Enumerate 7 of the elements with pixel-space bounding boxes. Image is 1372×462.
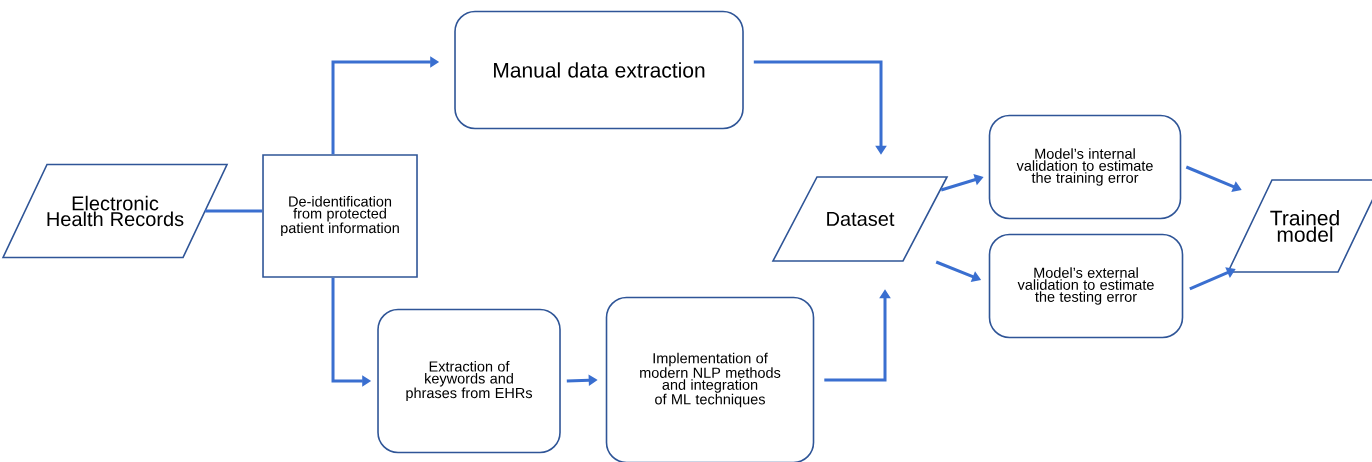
process-box: Manual data extraction — [454, 10, 744, 130]
process-box: Model’s internal validation to estimate the training error — [988, 114, 1182, 220]
process-box: Extraction of keywords and phrases from EHRs — [377, 308, 561, 454]
process-box: Model’s external validation to estimate the testing error — [988, 233, 1184, 339]
connector-line — [205, 209, 263, 213]
process-box: Implementation of modern NLP methods and integration of ML techniques — [605, 296, 815, 462]
process-box: De-identification from protected patient information — [262, 154, 418, 278]
